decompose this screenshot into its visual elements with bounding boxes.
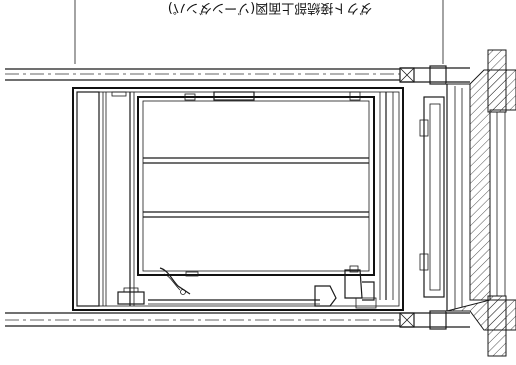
top-fittings [111,91,361,101]
coil-frame [137,96,375,276]
top-damper-symbol [399,65,447,85]
bottom-damper-symbol [399,310,447,330]
right-flange [419,96,445,298]
bottom-fittings [117,265,377,309]
unit-housing [72,87,404,311]
caption-frame [74,0,444,64]
right-wall [446,49,516,357]
